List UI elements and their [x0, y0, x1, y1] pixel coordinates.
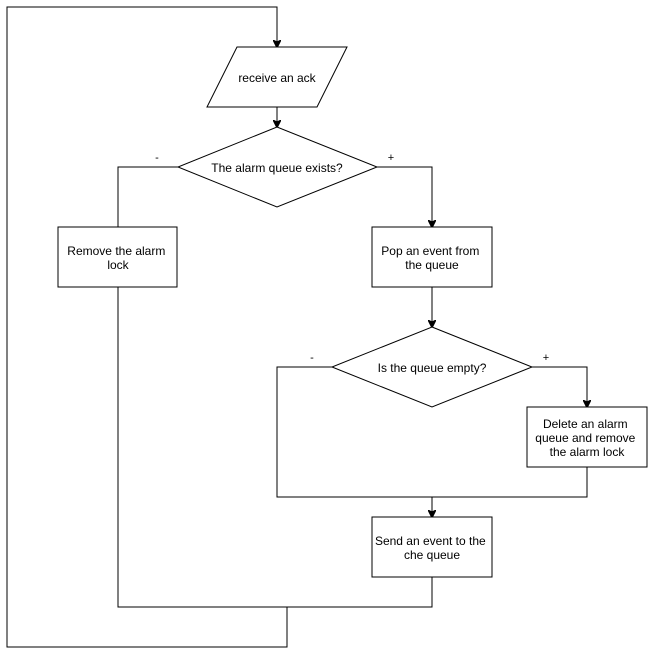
branch-labels: - + - + — [155, 152, 549, 364]
receive-ack-node — [206, 46, 348, 108]
send-event-label: Send an event to the che queue — [375, 534, 489, 562]
edges — [6, 6, 588, 648]
edge-alarm-check-yes-to-pop-event — [377, 166, 432, 227]
remove-alarm-lock-label: Remove the alarm lock — [67, 244, 168, 272]
alarm-queue-exists-decision — [176, 126, 379, 208]
edge-send-event-to-bottom-join — [287, 577, 433, 608]
edge-queue-check-yes-to-delete-queue — [532, 366, 587, 407]
edge-remove-lock-to-bottom-join — [117, 287, 287, 608]
alarm-queue-exists-label: The alarm queue exists? — [211, 161, 343, 175]
delete-alarm-queue-node — [526, 406, 648, 468]
receive-ack-label: receive an ack — [238, 71, 316, 85]
queue-empty-decision — [330, 326, 534, 408]
edge-alarm-check-no-to-remove-lock — [117, 166, 178, 227]
remove-alarm-lock-node — [57, 226, 178, 288]
queue-empty-label: Is the queue empty? — [378, 361, 487, 375]
send-event-node — [371, 516, 493, 578]
edge-delete-queue-to-merge — [432, 467, 588, 498]
alarm-queue-exists-yes-label: + — [388, 152, 394, 164]
edge-loop-back-to-receive — [6, 6, 288, 648]
nodes: receive an ack The alarm queue exists? R… — [57, 46, 648, 578]
queue-empty-no-label: - — [310, 352, 314, 364]
edge-queue-check-no-to-merge — [276, 366, 432, 498]
alarm-queue-exists-no-label: - — [155, 152, 159, 164]
pop-event-node — [371, 226, 493, 288]
pop-event-label: Pop an event from the queue — [381, 244, 482, 272]
queue-empty-yes-label: + — [543, 352, 549, 364]
delete-alarm-queue-label: Delete an alarm queue and remove the ala… — [535, 417, 638, 459]
